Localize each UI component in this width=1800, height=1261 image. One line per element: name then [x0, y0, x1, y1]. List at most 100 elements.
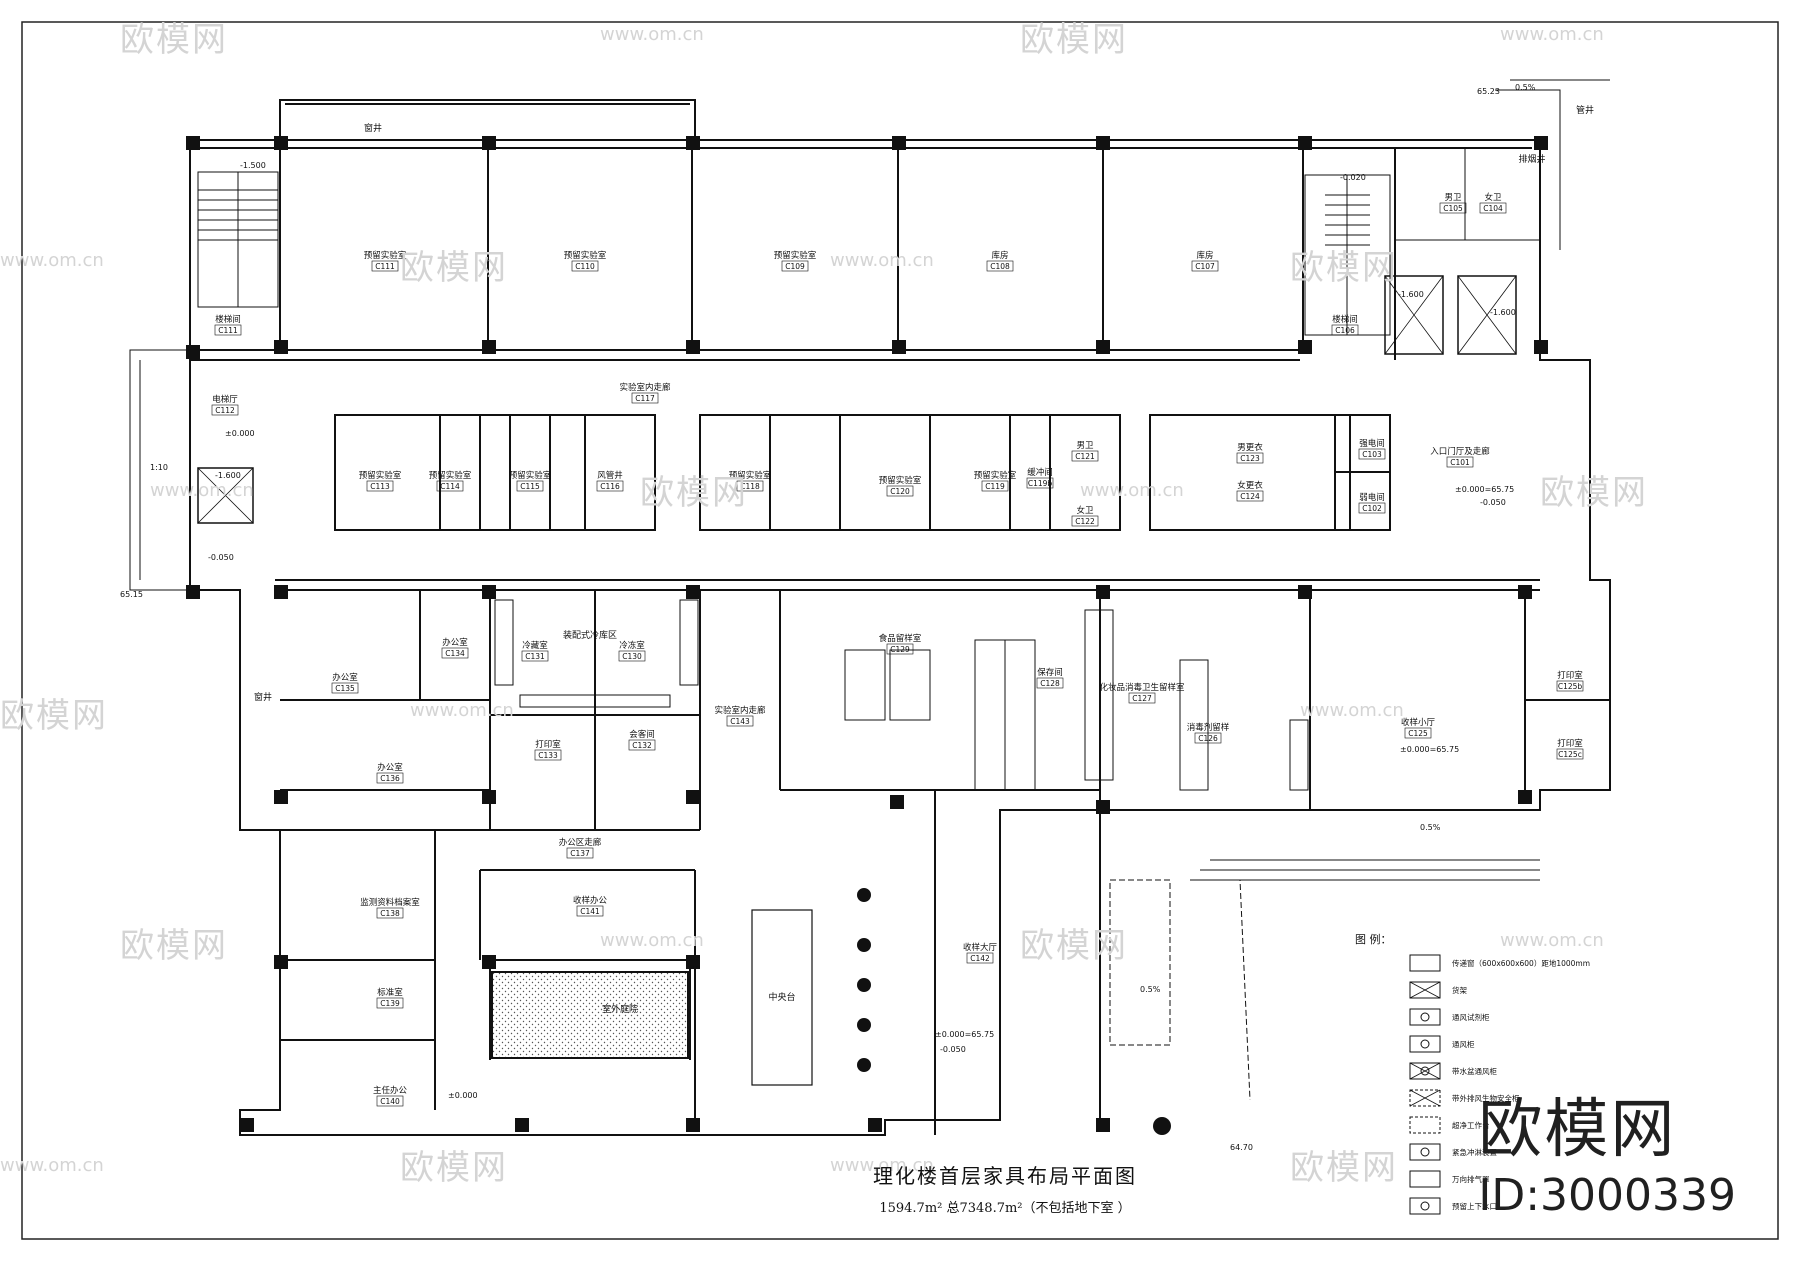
mid-rooms-right — [1149, 414, 1351, 531]
drawing-title: 理化楼首层家具布局平面图 — [873, 1164, 1137, 1188]
room-code-box — [566, 847, 594, 859]
room-code-box — [1439, 202, 1467, 214]
room-code: C131 — [525, 652, 545, 661]
room-code: C103 — [1362, 450, 1382, 459]
legend-drain-icon — [1409, 1197, 1441, 1215]
level-elev-right1: -1.600 — [1398, 290, 1424, 299]
room-code-box — [1556, 748, 1584, 760]
room-code-box — [534, 749, 562, 761]
room-code-box — [618, 650, 646, 662]
legend-vent-hood-icon — [1409, 954, 1441, 972]
mid-rooms-left — [334, 414, 656, 531]
room-code-box — [1191, 260, 1219, 272]
room-name: 食品留样室 — [879, 633, 922, 644]
level-elev-left: -1.600 — [215, 471, 241, 480]
room-code-box — [521, 650, 549, 662]
room-name: 预留实验室 — [509, 470, 552, 481]
room-code: C132 — [632, 741, 652, 750]
legend-item-label: 万向排气罩 — [1452, 1174, 1490, 1184]
room-name: 入口门厅及走廊 — [1430, 446, 1490, 457]
legend-box-cross-circle-icon — [1409, 1062, 1441, 1080]
room-code: C133 — [538, 751, 558, 760]
legend-cross-mark — [1409, 1062, 1441, 1080]
reception-desk — [751, 909, 813, 1086]
room-name: 保存间 — [1037, 667, 1063, 678]
level-ext-bottom: 64.70 — [1230, 1143, 1253, 1152]
legend-item-label: 传递窗（600x600x600）距地1000mm — [1452, 958, 1590, 968]
level-stair-right: -0.020 — [1340, 173, 1366, 182]
legend-eyewash-icon — [1409, 1143, 1441, 1161]
room-code-box — [1036, 677, 1064, 689]
level-ext-left: 65.15 — [120, 590, 143, 599]
legend-circle-mark — [1420, 1201, 1430, 1211]
room-name: 楼梯间 — [1332, 314, 1358, 325]
legend-item-label: 超净工作台 — [1452, 1120, 1490, 1130]
room-name: 风管井 — [597, 470, 623, 481]
room-name: 办公室 — [442, 637, 468, 648]
legend-dashed-cross-icon — [1409, 1089, 1441, 1107]
room-code-box — [1479, 202, 1507, 214]
room-code-box — [966, 952, 994, 964]
room-code: C134 — [445, 649, 465, 658]
room-name: 预留实验室 — [774, 250, 817, 261]
room-code-box — [981, 480, 1009, 492]
room-code-box — [1446, 456, 1474, 468]
legend-circle-mark — [1420, 1147, 1430, 1157]
room-code: C130 — [622, 652, 642, 661]
room-code-box — [781, 260, 809, 272]
legend-item-label: 通风柜 — [1452, 1039, 1475, 1049]
room-code-box — [214, 324, 242, 336]
room-code: C111 — [218, 326, 238, 335]
room-code-box — [376, 997, 404, 1009]
room-name: 女卫 — [1484, 192, 1502, 203]
legend-item-label: 带外排风生物安全柜 — [1452, 1093, 1520, 1103]
room-code: C121 — [1075, 452, 1095, 461]
drawing-frame — [21, 21, 1779, 1240]
room-name: 男卫 — [1076, 441, 1094, 451]
room-name: 实验室内走廊 — [714, 705, 766, 716]
room-name: 办公室 — [377, 762, 403, 773]
outer-wall — [189, 139, 1611, 1136]
room-code: C115 — [520, 482, 540, 491]
room-code-box — [441, 647, 469, 659]
legend-title: 图 例： — [1355, 932, 1392, 946]
room-code-box — [1404, 727, 1432, 739]
label-shaft-left: 窗井 — [254, 691, 272, 703]
room-code-box — [436, 480, 464, 492]
legend-item-label: 紧急冲淋装置 — [1452, 1147, 1497, 1157]
room-code: C136 — [380, 774, 400, 783]
room-code-box — [366, 480, 394, 492]
legend-cross-mark — [1409, 1089, 1441, 1107]
room-code-box — [576, 905, 604, 917]
room-code: C108 — [990, 262, 1010, 271]
room-name: 标准室 — [377, 987, 403, 998]
room-name: 消毒剂留样 — [1187, 722, 1230, 733]
room-code-box — [886, 643, 914, 655]
legend-box-cross-icon — [1409, 981, 1441, 999]
room-code: C102 — [1362, 504, 1382, 513]
room-code: C112 — [215, 406, 235, 415]
room-name: 收样办公 — [573, 895, 608, 906]
room-code-box — [628, 739, 656, 751]
right-stair — [1304, 174, 1391, 336]
room-code-box — [376, 1095, 404, 1107]
room-code-box — [596, 480, 624, 492]
room-code-box — [1236, 452, 1264, 464]
elevator-right-2 — [1457, 275, 1517, 355]
legend-circle-mark — [1420, 1066, 1430, 1076]
legend: 图 例： 传递窗（600x600x600）距地1000mm货架通风试剂柜通风柜带… — [1355, 932, 1590, 1215]
room-name: 库房 — [1196, 250, 1213, 261]
exterior-line — [1190, 859, 1540, 881]
room-name: 缓冲间 — [1027, 467, 1053, 478]
level-entry-right: ±0.000=65.75 — [1455, 485, 1514, 494]
level-corner-left: -0.050 — [208, 553, 234, 562]
courtyard — [491, 971, 689, 1059]
room-name: 预留实验室 — [364, 250, 407, 261]
room-name: 打印室 — [535, 739, 561, 750]
room-code: C126 — [1198, 734, 1218, 743]
room-code: C105 — [1443, 204, 1463, 213]
room-code: C119b — [1028, 479, 1053, 488]
room-code: C119 — [985, 482, 1005, 491]
room-name: 库房 — [991, 250, 1008, 261]
room-name: 预留实验室 — [429, 470, 472, 481]
